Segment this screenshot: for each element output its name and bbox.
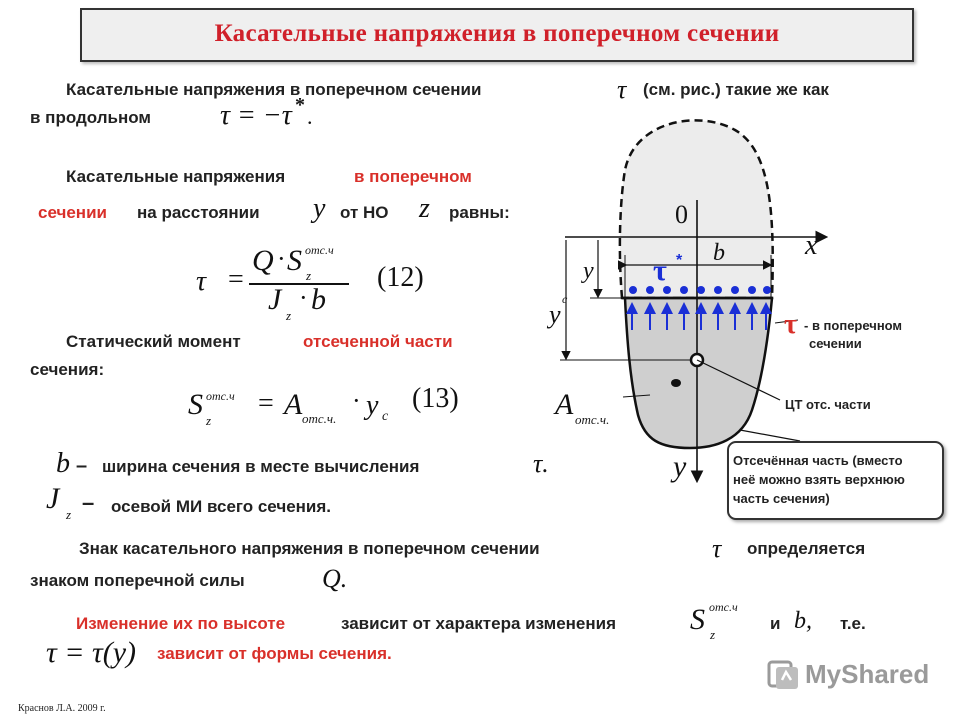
def-b-text: ширина сечения в месте вычисления bbox=[102, 457, 420, 476]
p2-d: на расстоянии bbox=[137, 203, 260, 222]
tau-star-dots bbox=[629, 286, 771, 294]
a-label: A bbox=[555, 388, 574, 421]
cutoff-centroid-dot bbox=[671, 379, 681, 387]
p1-star: * bbox=[295, 94, 305, 116]
def-b-tau: τ. bbox=[533, 449, 549, 478]
logo-icon bbox=[767, 660, 798, 689]
f12-b: b bbox=[311, 283, 326, 316]
p1-line1: Касательные напряжения в поперечном сече… bbox=[66, 80, 482, 99]
def-b-symbol: b bbox=[56, 448, 70, 479]
cross-section-diagram bbox=[560, 119, 829, 484]
def-b-dash: – bbox=[76, 455, 88, 477]
f12-S: S bbox=[287, 244, 302, 277]
f12-Q: Q bbox=[252, 244, 274, 277]
tau-leader bbox=[774, 319, 799, 324]
f12-sup: отс.ч bbox=[305, 243, 334, 257]
label-yc-sub: c bbox=[562, 292, 568, 306]
p4-line1: Знак касательного напряжения в поперечно… bbox=[79, 539, 540, 558]
p3-c: сечения: bbox=[30, 360, 105, 379]
p4-line1b: определяется bbox=[747, 539, 866, 558]
p2-f: равны: bbox=[449, 203, 510, 222]
f13-A-sub: отс.ч. bbox=[302, 411, 337, 426]
p2-z: z bbox=[419, 193, 430, 224]
tau-label-line1: - в поперечном bbox=[804, 318, 903, 333]
p2-b-red: в поперечном bbox=[354, 167, 472, 186]
p2-y: y bbox=[313, 193, 326, 224]
callout-leader bbox=[739, 429, 801, 442]
p4-tau: τ bbox=[712, 534, 722, 563]
f13-y-sub: c bbox=[382, 409, 389, 424]
p5-red2: зависит от формы сечения. bbox=[157, 644, 392, 663]
p5-ie: т.е. bbox=[840, 614, 866, 633]
f13-number: (13) bbox=[412, 383, 459, 414]
p5-S-sup: отс.ч bbox=[709, 600, 738, 614]
f13-subz: z bbox=[206, 413, 212, 428]
a-label-sub: отс.ч. bbox=[575, 412, 610, 427]
callout-box: Отсечённая часть (вместо неё можно взять… bbox=[727, 441, 944, 520]
callout-line1: Отсечённая часть (вместо bbox=[733, 453, 903, 468]
label-tau-red: τ bbox=[784, 309, 797, 340]
p2-a: Касательные напряжения bbox=[66, 167, 286, 186]
logo-text: MyShared bbox=[805, 659, 930, 689]
a-leader bbox=[622, 394, 651, 398]
p5-S-sub: z bbox=[710, 627, 716, 642]
tau-arrows bbox=[626, 302, 772, 330]
footer-author: Краснов Л.А. 2009 г. bbox=[18, 703, 106, 714]
f13-y: y bbox=[366, 390, 379, 421]
label-tau-star-sup: * bbox=[676, 252, 683, 269]
def-j-symbol: J bbox=[46, 482, 60, 515]
p1-dot: . bbox=[307, 104, 313, 129]
f12-J-sub: z bbox=[286, 308, 292, 323]
p5-and: и bbox=[770, 614, 781, 633]
label-zero: 0 bbox=[675, 200, 688, 229]
def-j-text: осевой МИ всего сечения. bbox=[111, 497, 332, 516]
tau-label-line2: сечении bbox=[809, 336, 862, 351]
f12-number: (12) bbox=[377, 262, 424, 293]
p5-S: S bbox=[690, 603, 705, 636]
f12-dot2: · bbox=[299, 283, 308, 312]
f12-dot: · bbox=[277, 244, 286, 273]
label-y-dim: y bbox=[583, 258, 594, 284]
label-y: y bbox=[673, 450, 687, 483]
label-x: x bbox=[805, 230, 818, 261]
ct-label: ЦТ отс. части bbox=[785, 397, 871, 412]
callout-line2: неё можно взять верхнюю bbox=[733, 472, 905, 487]
f13-A: A bbox=[284, 388, 303, 421]
def-j-sub: z bbox=[66, 507, 72, 522]
f13-sup: отс.ч bbox=[206, 389, 235, 403]
f12-tau: τ bbox=[196, 266, 207, 297]
p1-line1b: (см. рис.) такие же как bbox=[643, 80, 829, 99]
title-box: Касательные напряжения в поперечном сече… bbox=[80, 8, 914, 62]
f12-fraction-bar bbox=[249, 283, 349, 285]
myshared-logo: MyShared bbox=[767, 658, 929, 697]
f13-dot: · bbox=[352, 386, 361, 415]
f13-S: S bbox=[188, 388, 203, 421]
p2-c-red: сечении bbox=[38, 203, 107, 222]
f12-J: J bbox=[268, 283, 282, 316]
f13-eq: = bbox=[258, 388, 274, 419]
cutoff-part-shape bbox=[623, 296, 774, 450]
label-yc: y bbox=[549, 300, 561, 329]
p1-equation: τ = −τ bbox=[220, 100, 292, 131]
p3-b-red: отсеченной части bbox=[303, 332, 453, 351]
slide-title: Касательные напряжения в поперечном сече… bbox=[214, 20, 780, 47]
f12-subz: z bbox=[306, 268, 312, 283]
callout-line3: часть сечения) bbox=[733, 491, 830, 506]
p3-a: Статический момент bbox=[66, 332, 241, 351]
def-j-dash: – bbox=[82, 490, 95, 515]
p2-e: от НО bbox=[340, 203, 389, 222]
label-tau-star: τ bbox=[653, 254, 667, 287]
label-b: b bbox=[713, 240, 725, 266]
f12-eq: = bbox=[228, 264, 244, 295]
ct-leader bbox=[696, 359, 781, 401]
p1-tau: τ bbox=[617, 75, 627, 104]
p4-Q: Q. bbox=[322, 564, 348, 593]
p5-red: Изменение их по высоте bbox=[76, 614, 286, 633]
p5-b: b, bbox=[794, 608, 812, 634]
p5-a: зависит от характера изменения bbox=[341, 614, 617, 633]
p5-equation: τ = τ(y) bbox=[46, 636, 137, 669]
p1-line2: в продольном bbox=[30, 108, 151, 127]
p4-line2: знаком поперечной силы bbox=[30, 571, 245, 590]
